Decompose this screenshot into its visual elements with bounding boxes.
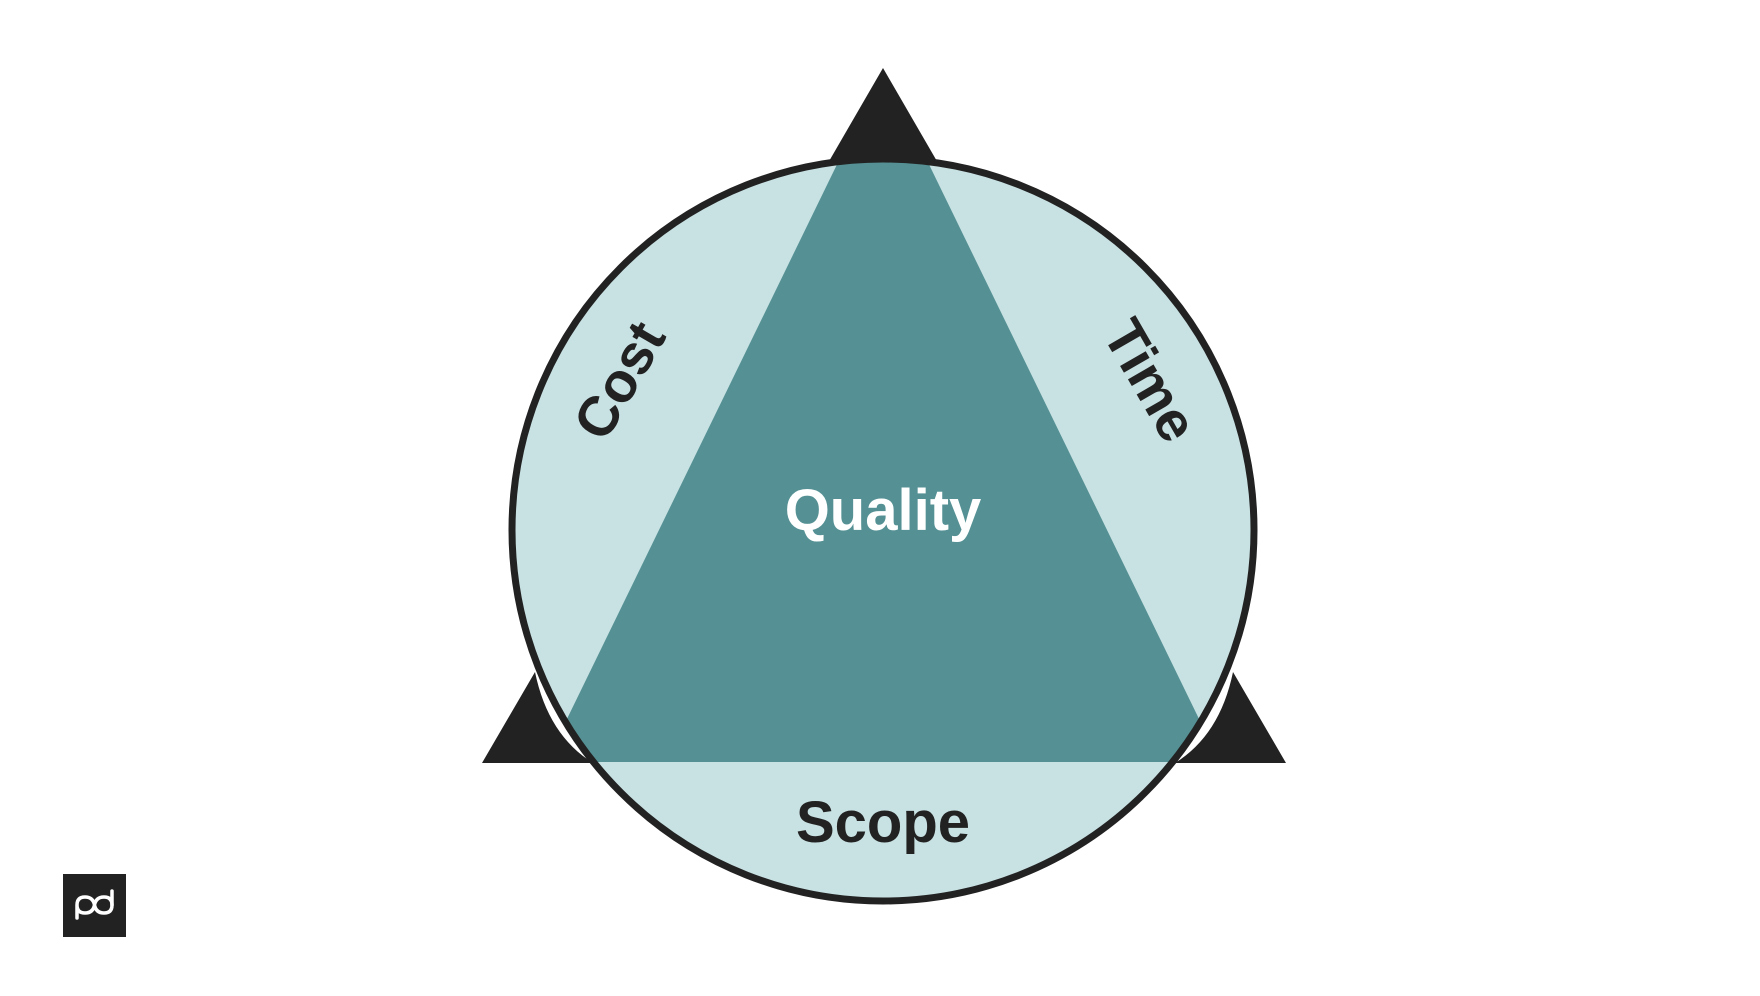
quality-triangle <box>546 159 1220 762</box>
scope-label: Scope <box>796 790 970 855</box>
triangle-left-corner <box>482 672 593 763</box>
quality-label: Quality <box>785 478 982 543</box>
outer-circle-outline <box>508 155 1258 905</box>
triangle-top-corner <box>828 68 938 163</box>
brand-logo-icon <box>75 889 114 920</box>
triangle-right-corner <box>1175 672 1286 763</box>
brand-logo <box>63 874 126 937</box>
